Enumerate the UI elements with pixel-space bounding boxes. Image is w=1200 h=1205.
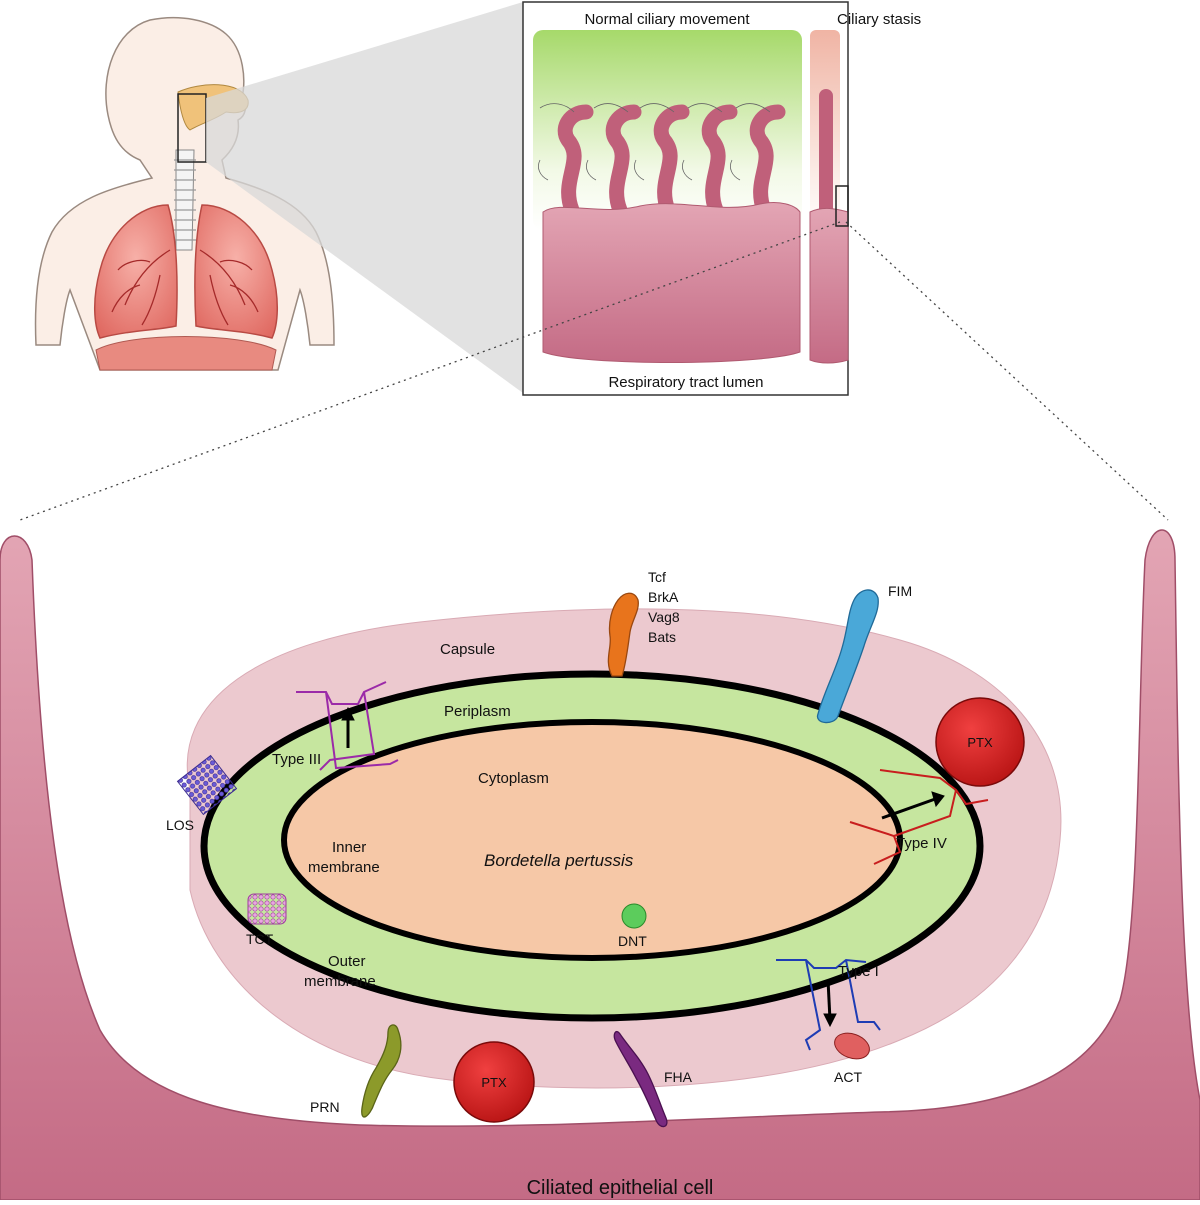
type4-label: Type IV: [896, 835, 947, 852]
ptx-top-toxin: [935, 697, 1025, 787]
bacterium-name: Bordetella pertussis: [484, 851, 634, 870]
inner-membrane: [281, 719, 903, 961]
host-cell-label: Ciliated epithelial cell: [527, 1177, 714, 1199]
normal-title: Normal ciliary movement: [584, 11, 750, 28]
type1-secretion-system: [776, 958, 881, 1051]
tct-tracheal-cytotoxin: [247, 893, 287, 925]
dnt-dermonecrotic-toxin: [621, 903, 647, 929]
cytoplasm-label: Cytoplasm: [478, 770, 549, 787]
bronchial-tree: [111, 249, 259, 326]
tct-label: TCT: [246, 931, 274, 947]
stasis-title: Ciliary stasis: [837, 11, 921, 28]
act-label: ACT: [834, 1069, 862, 1085]
type1-label: Type I: [838, 963, 879, 980]
autotransporter-label-2: Vag8: [648, 609, 680, 625]
los-lipooligosaccharide: [176, 754, 238, 816]
fha-filamentous-hemagglutinin: [613, 1030, 668, 1128]
prn-label: PRN: [310, 1099, 340, 1115]
host-cell: [0, 529, 1200, 1201]
human-figure: [34, 16, 335, 371]
lumen-label: Respiratory tract lumen: [608, 374, 763, 391]
dnt-label: DNT: [618, 933, 647, 949]
fim-label: FIM: [888, 583, 912, 599]
normal-cilia: [557, 104, 786, 218]
ptx-top-label: PTX: [967, 735, 993, 750]
normal-epithelial-cell: [542, 202, 801, 363]
fha-label: FHA: [664, 1069, 693, 1085]
right-lung: [194, 204, 279, 339]
type3-label: Type III: [272, 751, 321, 768]
zoom-cone: [206, 2, 523, 393]
fim-fimbriae: [816, 589, 879, 724]
outer-membrane-label-2: membrane: [304, 973, 376, 990]
autotransporter-label-0: Tcf: [648, 569, 666, 585]
normal-cilia-strokes: [538, 103, 771, 181]
inset-panel: Normal ciliary movement Ciliary stasis R…: [522, 1, 921, 396]
act-adenylate-cyclase-toxin: [834, 1032, 870, 1060]
ptx-bottom-toxin: [453, 1041, 535, 1123]
inner-membrane-label-2: membrane: [308, 859, 380, 876]
diaphragm: [95, 336, 277, 371]
zoom-lines: [19, 221, 1169, 521]
type4-secretion-system: [849, 769, 989, 865]
autotransporter-label-1: BrkA: [648, 589, 679, 605]
capsule-label: Capsule: [440, 641, 495, 658]
outer-membrane-label-1: Outer: [328, 953, 366, 970]
autotransporter-label-3: Bats: [648, 629, 676, 645]
inner-membrane-label-1: Inner: [332, 839, 366, 856]
los-label: LOS: [166, 817, 194, 833]
periplasm-label: Periplasm: [444, 703, 511, 720]
prn-pertactin: [361, 1024, 402, 1118]
autotransporter-labels: Tcf BrkA Vag8 Bats: [648, 569, 680, 645]
trachea-rings: [174, 159, 196, 241]
type3-secretion-system: [296, 681, 399, 771]
stasis-epithelial-cell: [809, 207, 849, 364]
zoom-box-bacterium: [835, 185, 849, 227]
tcf-autotransporter: [607, 592, 639, 677]
ptx-bottom-label: PTX: [481, 1075, 507, 1090]
